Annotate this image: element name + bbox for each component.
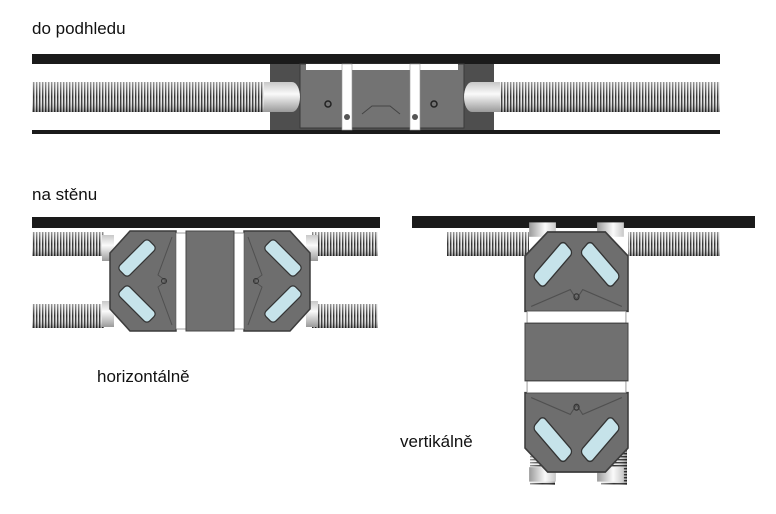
duct-top-left: [32, 232, 104, 256]
duct-top-right: [312, 232, 378, 256]
wall-unit-horizontal: [101, 230, 319, 332]
ceiling-unit: [264, 63, 500, 131]
ceiling-slab: [32, 54, 720, 64]
ceiling-mount-diagram: [32, 54, 720, 134]
duct-bottom-left: [32, 304, 104, 328]
label-vertical: vertikálně: [400, 432, 473, 451]
duct-right: [492, 82, 720, 112]
wall-slab: [412, 216, 755, 228]
label-ceiling-mount: do podhledu: [32, 19, 126, 38]
ceiling-line: [32, 130, 720, 134]
duct-left: [32, 82, 268, 112]
duct-bottom-right: [312, 304, 378, 328]
duct-top-right: [628, 232, 720, 256]
duct-top-left: [447, 232, 529, 256]
wall-slab: [32, 217, 380, 228]
label-wall-mount: na stěnu: [32, 185, 98, 204]
wall-unit-vertical: [524, 221, 629, 483]
label-horizontal: horizontálně: [97, 367, 190, 386]
wall-vertical-diagram: [412, 216, 755, 485]
wall-horizontal-diagram: [32, 217, 380, 332]
